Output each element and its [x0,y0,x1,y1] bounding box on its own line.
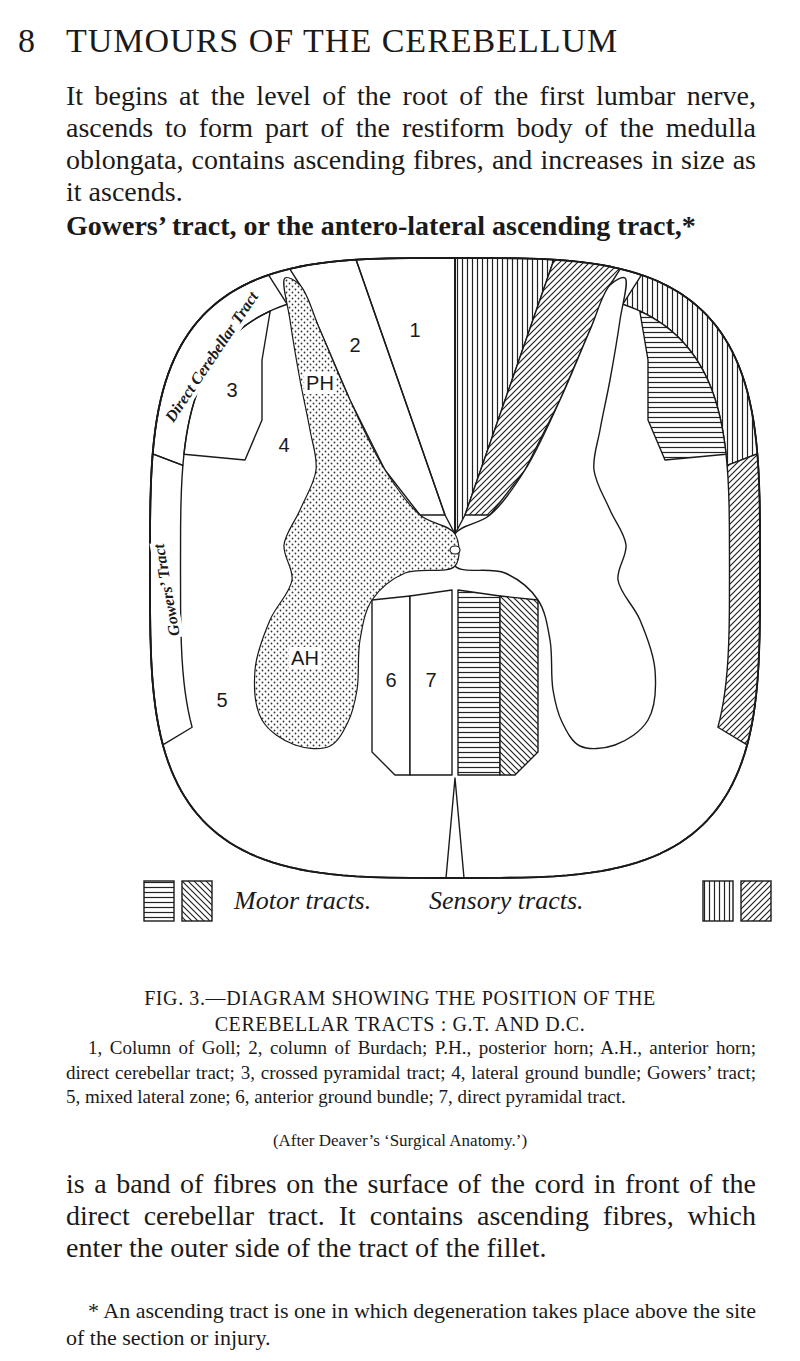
figure-caption: FIG. 3.—DIAGRAM SHOWING THE POSITION OF … [80,985,720,1037]
grey-matter-stipple [255,278,460,749]
direct-cerebellar-tract-hatch [623,275,757,465]
region-number: 3 [224,379,239,401]
anterior-ground-bundle [372,596,410,775]
legend-text: Motor tracts. [231,886,374,916]
anterior-fissure [446,778,464,878]
region-number: 6 [383,669,398,691]
central-canal [450,546,460,554]
legend-text: Sensory tracts. [426,886,587,916]
region-abbreviation: AH [289,647,321,669]
running-head: TUMOURS OF THE CEREBELLUM [66,22,618,59]
hatch-sample [702,880,734,922]
region-number: 5 [214,689,229,711]
hatch-sample [181,880,213,922]
cord-outline [150,258,760,878]
region-number: 2 [347,334,362,356]
region-number: 1 [407,319,422,341]
posterior-septum [454,258,456,534]
legend-swatch [143,880,213,922]
figure-credit: (After Deaver’s ‘Surgical Anatomy.’) [0,1130,800,1152]
region-number: 7 [423,669,438,691]
direct-pyramidal-hatch [458,590,500,775]
figure-key: 1, Column of Goll; 2, column of Burdach;… [66,1036,756,1110]
gowers-band [150,454,192,745]
cord-outline [150,258,760,878]
footnote: * An ascending tract is one in which deg… [66,1297,756,1351]
legend-swatch [702,880,772,922]
bold-run-in-heading: Gowers’ tract, or the antero-lateral asc… [66,210,696,242]
grey-matter-outline [451,278,656,749]
page-number: 8 [18,22,36,59]
body-paragraph: It begins at the level of the root of th… [66,80,756,208]
hatch-sample [143,880,175,922]
legend-entry: Sensory tracts. [426,880,772,922]
region-abbreviation: PH [304,372,336,394]
hatch-sample [740,880,772,922]
gowers-tract-hatch [718,454,760,745]
legend-entry: Motor tracts. [143,880,403,922]
direct-pyramidal-tract [410,590,452,775]
crossed-pyramidal-hatch [640,311,726,460]
direct-cerebellar-band [153,275,287,465]
body-paragraph: is a band of fibres on the surface of th… [66,1168,756,1264]
anterior-ground-hatch [500,596,538,775]
region-number: 4 [276,434,291,456]
